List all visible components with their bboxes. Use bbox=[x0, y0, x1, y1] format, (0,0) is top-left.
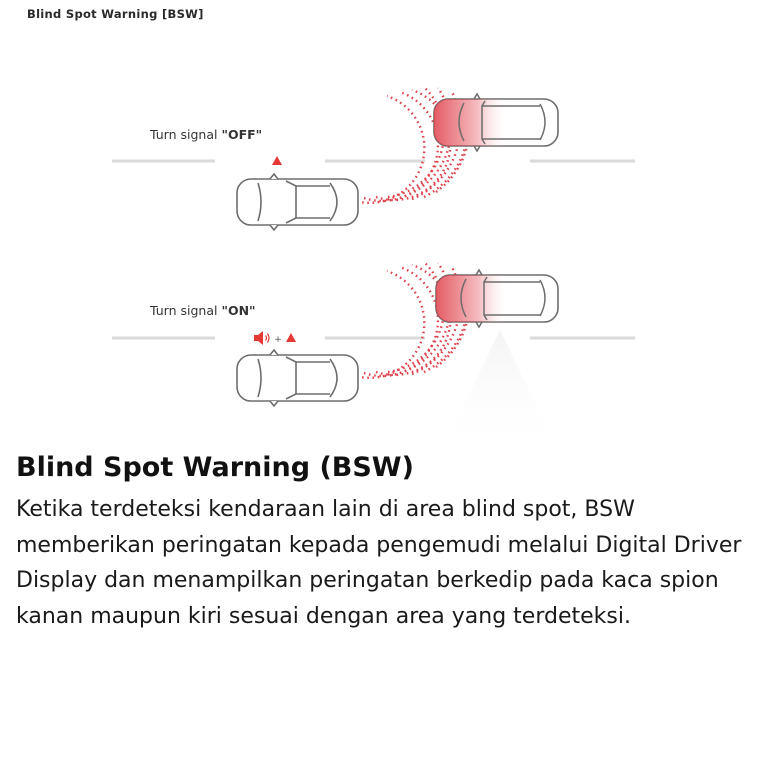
warning-triangle-icon bbox=[286, 333, 296, 342]
feature-description: Ketika terdeteksi kendaraan lain di area… bbox=[16, 497, 742, 629]
turn-signal-on-label: Turn signal "ON" bbox=[150, 303, 256, 318]
feature-heading: Blind Spot Warning (BSW) bbox=[16, 452, 414, 483]
turn-signal-off-label: Turn signal "OFF" bbox=[150, 127, 262, 142]
ego-car bbox=[236, 348, 359, 408]
turn-signal-off-prefix: Turn signal bbox=[150, 127, 222, 142]
detected-car bbox=[433, 92, 559, 153]
turn-signal-on-state: "ON" bbox=[221, 303, 256, 318]
warning-triangle-icon bbox=[272, 156, 282, 165]
ego-car bbox=[236, 172, 359, 232]
plus-sign: + bbox=[274, 335, 282, 345]
detected-car bbox=[435, 268, 559, 329]
scenario-off bbox=[112, 87, 635, 232]
bsw-diagram: + bbox=[112, 87, 635, 440]
diagram-title: Blind Spot Warning [BSW] bbox=[27, 7, 204, 21]
light-beam bbox=[447, 330, 553, 440]
scenario-on: + bbox=[112, 262, 635, 408]
turn-signal-off-state: "OFF" bbox=[221, 127, 263, 142]
speaker-icon bbox=[254, 331, 270, 345]
turn-signal-on-prefix: Turn signal bbox=[150, 303, 222, 318]
